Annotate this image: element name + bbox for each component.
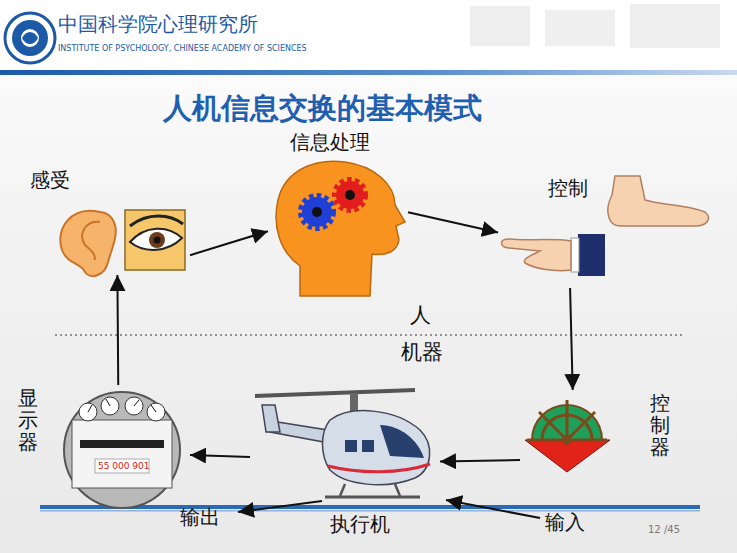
- institute-logo: [5, 13, 55, 63]
- node-label: 显示器: [18, 387, 38, 453]
- helicopter: [325, 496, 420, 499]
- eye-icon: [125, 210, 185, 270]
- flow-arrow: [116, 275, 119, 385]
- flow-arrow: [570, 288, 573, 390]
- meter-display: [125, 397, 143, 415]
- meter-display: [64, 392, 180, 508]
- helicopter: [380, 425, 424, 458]
- steering-wheel: [539, 412, 567, 440]
- meter-display: [147, 403, 165, 421]
- meter-display: [80, 440, 164, 448]
- helicopter: [262, 405, 280, 432]
- helicopter: [345, 440, 357, 452]
- steering-wheel: [527, 439, 567, 442]
- helicopter: [323, 411, 430, 485]
- meter-display: [72, 420, 172, 488]
- foot-icon: [608, 176, 709, 226]
- header-band: [470, 6, 530, 46]
- human-machine-divider: [55, 334, 682, 335]
- header-band: [630, 4, 720, 48]
- sense-group: 感受: [25, 165, 190, 275]
- head-icon: [276, 161, 405, 296]
- helicopter: [255, 390, 430, 497]
- ear-icon: [60, 211, 116, 276]
- hand-icon: [502, 234, 606, 276]
- helicopter: [350, 393, 358, 411]
- node-label: 感受: [30, 168, 70, 192]
- institute-logo: [5, 13, 55, 63]
- institute-name: 中国科学院心理研究所: [58, 12, 258, 36]
- ear-icon: [82, 222, 100, 260]
- human-machine-divider: [55, 335, 682, 336]
- institute-logo: [21, 29, 39, 47]
- head-icon: [336, 181, 364, 209]
- flow-arrow: [190, 231, 268, 255]
- io-arrows: [446, 500, 540, 518]
- head-icon: [312, 207, 322, 217]
- steering-wheel: [525, 400, 610, 472]
- page-number: 12 /45: [648, 524, 680, 536]
- header-band: [0, 0, 737, 72]
- helicopter: [255, 390, 415, 396]
- meter-display: [134, 400, 139, 406]
- eye-icon: [149, 232, 165, 248]
- eye-icon: [125, 210, 185, 270]
- helicopter: [395, 484, 400, 496]
- foot-icon: [608, 176, 709, 226]
- head-icon: [276, 161, 405, 296]
- flow-arrow: [190, 455, 250, 457]
- machine-group: 执行机: [250, 385, 440, 538]
- header-band: [0, 0, 737, 75]
- steering-wheel: [567, 412, 595, 440]
- base-bar: [40, 510, 700, 512]
- helicopter: [340, 484, 345, 496]
- flow-arrow: [440, 460, 520, 462]
- hand-icon: [578, 234, 605, 276]
- hand-icon: [571, 238, 579, 272]
- meter-reading: 55 000 901: [98, 461, 150, 472]
- meter-display: [95, 459, 149, 473]
- display-group: 显示器 55 000 901: [15, 385, 190, 510]
- meter-display: [64, 392, 180, 508]
- node-label: 执行机: [330, 512, 390, 536]
- io-arrows: [238, 501, 322, 512]
- eye-icon: [130, 229, 182, 250]
- hand-icon: [502, 239, 572, 271]
- output-label: 输出: [180, 505, 220, 529]
- meter-display: [101, 397, 119, 415]
- control-group: 控制: [498, 170, 710, 288]
- node-label: 控制: [548, 176, 588, 200]
- input-label: 输入: [545, 510, 585, 534]
- meter-display: [79, 403, 97, 421]
- meter-display: [106, 399, 110, 406]
- institute-name-en: INSTITUTE OF PSYCHOLOGY, CHINESE ACADEMY…: [58, 44, 307, 54]
- flow-arrow: [408, 212, 498, 232]
- region-label: 人: [410, 303, 431, 328]
- helicopter: [328, 464, 430, 472]
- controller-group: 控制器: [520, 390, 675, 470]
- head-icon: [345, 190, 355, 200]
- meter-display: [88, 405, 92, 412]
- header-band: [0, 70, 737, 75]
- eye-icon: [130, 216, 183, 226]
- head-icon: [302, 197, 332, 227]
- steering-wheel: [562, 435, 572, 445]
- steering-wheel: [566, 400, 569, 440]
- node-label: 控制器: [650, 392, 670, 458]
- slide-title: 人机信息交换的基本模式: [163, 91, 482, 126]
- helicopter: [362, 440, 374, 452]
- institute-logo: [12, 20, 48, 56]
- eye-icon: [154, 237, 161, 244]
- header-band: [545, 10, 615, 46]
- meter-display: [151, 405, 156, 412]
- ear-icon: [60, 211, 116, 276]
- brain-group: 信息处理: [268, 128, 408, 300]
- region-label: 机器: [401, 340, 443, 365]
- node-label: 信息处理: [290, 130, 370, 154]
- steering-wheel: [567, 439, 607, 442]
- institute-logo: [22, 32, 38, 44]
